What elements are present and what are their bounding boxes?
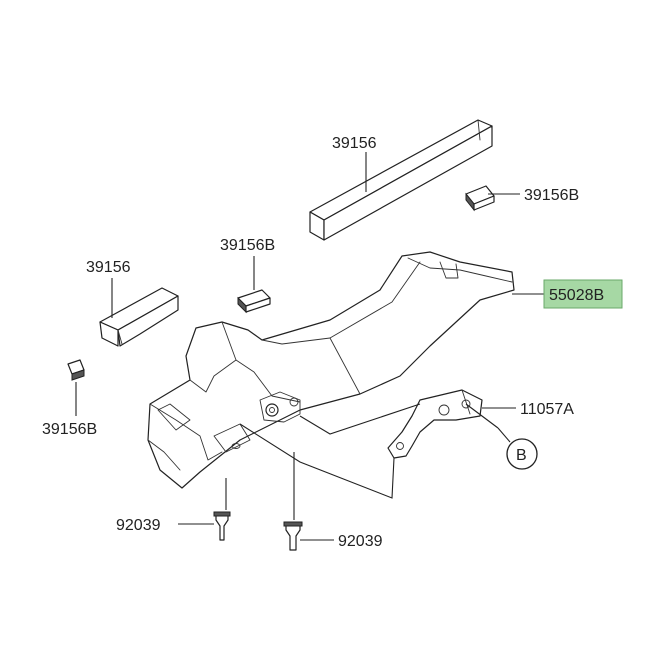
- label-pad-left: 39156B: [42, 421, 97, 438]
- label-bracket: 11057A: [520, 401, 574, 418]
- clip-left: [213, 511, 231, 541]
- label-clip-left: 92039: [116, 517, 161, 534]
- clip-center: [283, 521, 303, 551]
- pad-left: [67, 359, 85, 381]
- label-cover: 55028B: [549, 287, 604, 304]
- assembly-lines: [225, 403, 499, 520]
- label-trim-left: 39156: [86, 259, 131, 276]
- label-ref-b: B: [516, 447, 527, 464]
- bracket: [387, 389, 483, 459]
- trim-block-left: [99, 287, 179, 347]
- leader-lines: [75, 152, 544, 541]
- label-pad-right: 39156B: [524, 187, 579, 204]
- label-cover-highlight: 55028B: [543, 279, 623, 309]
- ref-b-marker: B: [506, 438, 538, 470]
- trim-strip-upper: [309, 119, 493, 241]
- label-pad-center: 39156B: [220, 237, 275, 254]
- label-clip-center: 92039: [338, 533, 383, 550]
- pad-center: [237, 289, 271, 314]
- main-cover: [147, 251, 515, 489]
- pad-right: [465, 185, 495, 212]
- label-trim-upper: 39156: [332, 135, 377, 152]
